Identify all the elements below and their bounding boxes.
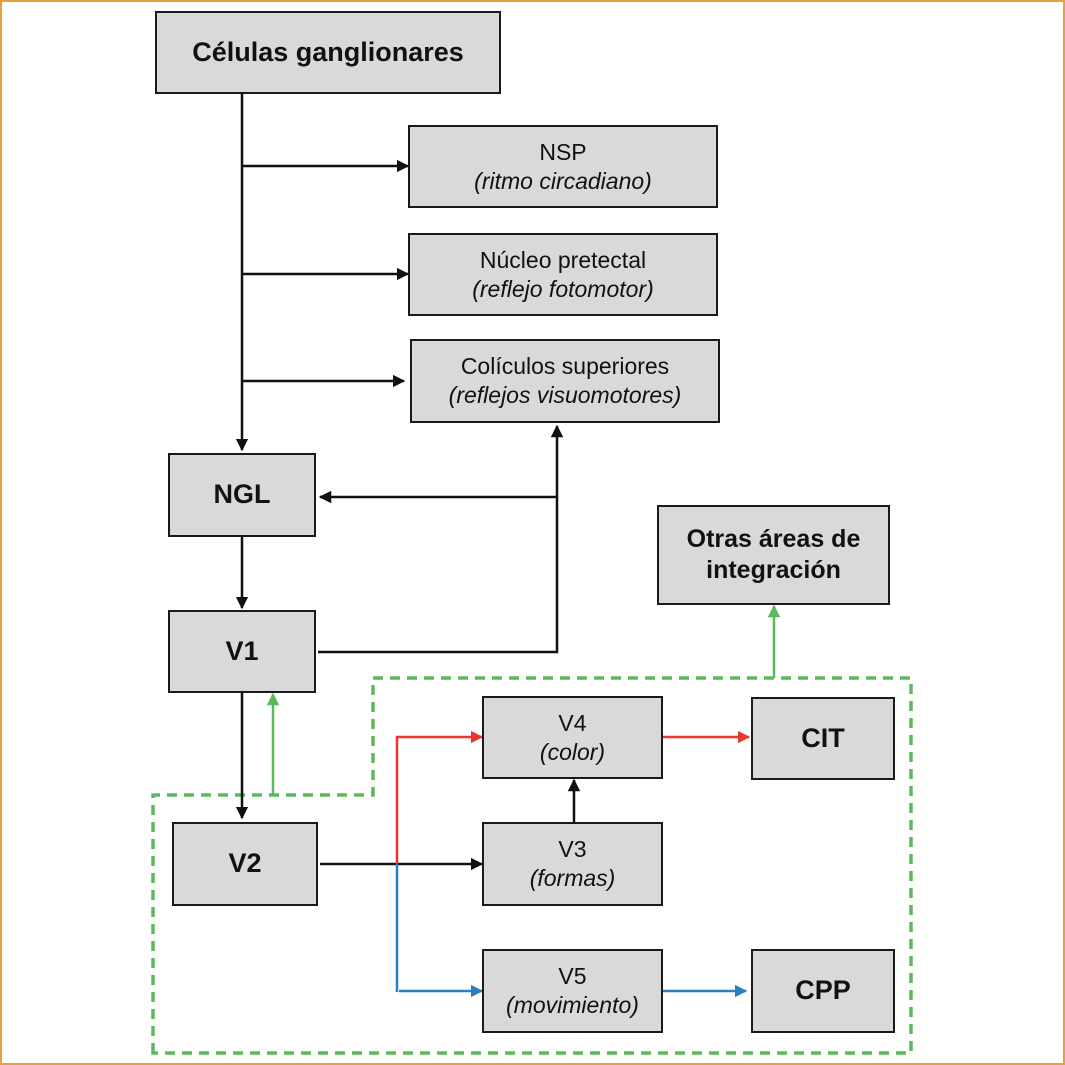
edge-v1-coliculos xyxy=(318,424,564,654)
node-ngl: NGL xyxy=(168,453,316,537)
node-title: Colículos superiores xyxy=(460,353,670,380)
node-title: Otras áreas de integración xyxy=(686,524,861,584)
node-title: V5 xyxy=(558,963,587,990)
node-title: CIT xyxy=(801,722,845,753)
node-v3: V3 (formas) xyxy=(482,822,663,906)
node-title: NGL xyxy=(213,479,271,510)
node-subtitle: (formas) xyxy=(529,865,616,891)
node-title: V2 xyxy=(228,848,262,879)
node-v5: V5 (movimiento) xyxy=(482,949,663,1033)
node-subtitle: (ritmo circadiano) xyxy=(474,167,652,194)
node-subtitle: (movimiento) xyxy=(506,992,639,1018)
node-celulas-ganglionares: Células ganglionares xyxy=(155,11,501,94)
node-subtitle: (reflejo fotomotor) xyxy=(472,275,654,302)
node-subtitle: (reflejos visuomotores) xyxy=(448,382,682,408)
node-subtitle: (color) xyxy=(539,738,606,765)
node-v4: V4 (color) xyxy=(482,696,663,779)
node-v2: V2 xyxy=(172,822,318,906)
node-coliculos-superiores: Colículos superiores (reflejos visuomoto… xyxy=(410,339,720,423)
extrastriate-region-outline xyxy=(151,676,913,1055)
node-v1: V1 xyxy=(168,610,316,693)
node-title: V3 xyxy=(558,836,587,863)
edge-v2-v4 xyxy=(395,730,484,864)
node-title: V4 xyxy=(558,709,587,736)
node-cpp: CPP xyxy=(751,949,895,1033)
node-title: Células ganglionares xyxy=(192,36,464,67)
node-title: V1 xyxy=(225,635,259,666)
node-otras-areas: Otras áreas de integración xyxy=(657,505,890,605)
node-nsp: NSP (ritmo circadiano) xyxy=(408,125,718,208)
node-title: CPP xyxy=(795,975,851,1006)
node-title: Núcleo pretectal xyxy=(479,246,647,273)
node-title: NSP xyxy=(539,138,587,165)
node-nucleo-pretectal: Núcleo pretectal (reflejo fotomotor) xyxy=(408,233,718,316)
node-cit: CIT xyxy=(751,697,895,780)
